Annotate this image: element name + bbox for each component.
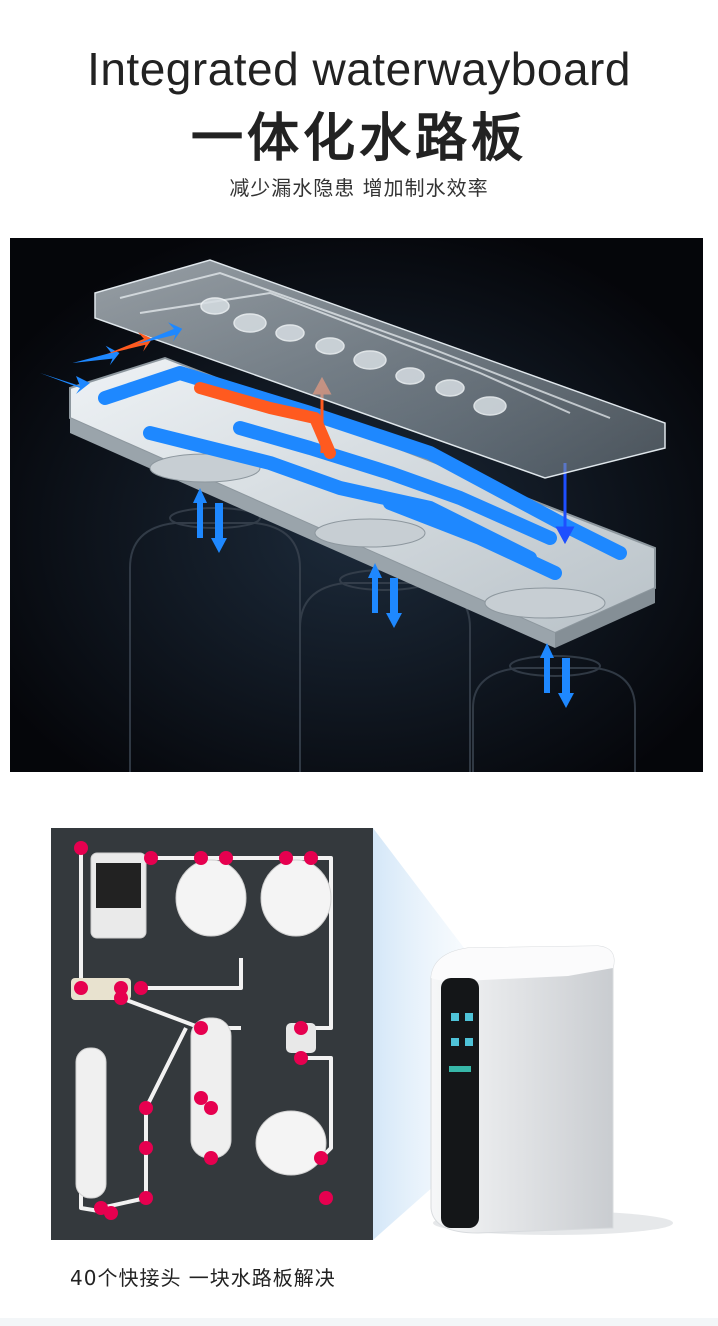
purifier-image: [373, 828, 718, 1240]
water-purifier-icon: [373, 828, 673, 1240]
pipe-diagram-image: [51, 828, 373, 1240]
hero-image: [10, 238, 703, 772]
footer-divider: [0, 1318, 718, 1326]
pipe-layout-icon: [51, 828, 373, 1240]
waterway-board-exploded-icon: [10, 238, 703, 772]
page-title-en: Integrated waterwayboard: [87, 43, 631, 95]
caption-text: 40个快接头 一块水路板解决: [70, 1266, 336, 1290]
page-subtitle: 减少漏水隐患 增加制水效率: [229, 176, 489, 200]
page-title-cn: 一体化水路板: [190, 109, 527, 169]
